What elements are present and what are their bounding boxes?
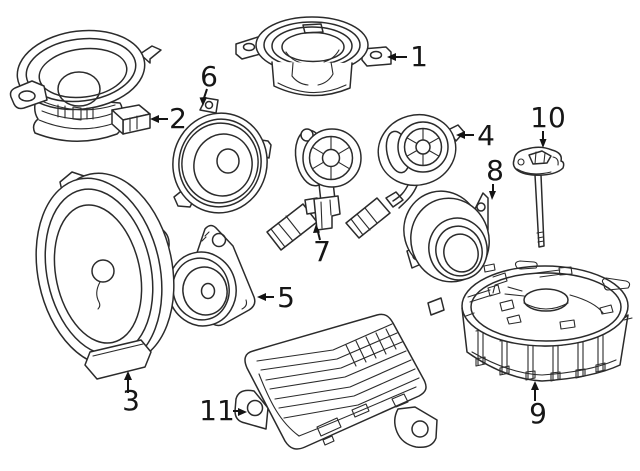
- callout-4[interactable]: 4: [456, 119, 495, 152]
- callout-7[interactable]: 7: [313, 224, 331, 268]
- callout-7-label: 7: [313, 235, 331, 268]
- part-8-small-speaker: [403, 190, 490, 283]
- part-7-tweeter: [266, 128, 362, 251]
- callout-11-label: 11: [199, 394, 235, 427]
- part-11-amplifier: [234, 313, 438, 450]
- callout-5-label: 5: [277, 281, 295, 314]
- callout-10-label: 10: [530, 101, 566, 134]
- callout-9[interactable]: 9: [529, 381, 547, 430]
- part-6-midrange-speaker: [172, 97, 272, 214]
- callout-1-label: 1: [410, 40, 428, 73]
- callout-8[interactable]: 8: [486, 154, 504, 200]
- callout-4-label: 4: [477, 119, 495, 152]
- callout-6-arrow: [203, 88, 208, 99]
- part-2-center-speaker: [9, 29, 162, 142]
- part-9-subwoofer: [427, 260, 633, 382]
- callout-9-label: 9: [529, 397, 547, 430]
- callout-1[interactable]: 1: [387, 40, 428, 73]
- part-1-speaker-mounting-ring: [235, 16, 392, 97]
- callout-8-label: 8: [486, 154, 504, 187]
- part-10-antenna-mast: [512, 146, 565, 248]
- callout-2-label: 2: [169, 102, 187, 135]
- callout-2[interactable]: 2: [150, 102, 187, 135]
- callout-5[interactable]: 5: [257, 281, 295, 314]
- part-3-oval-speaker: [35, 171, 175, 380]
- callout-3[interactable]: 3: [122, 371, 140, 417]
- callout-3-label: 3: [122, 384, 140, 417]
- callout-10[interactable]: 10: [530, 101, 566, 148]
- callout-11[interactable]: 11: [199, 394, 247, 427]
- part-4-tweeter-harness: [345, 113, 465, 239]
- callout-6-label: 6: [200, 60, 218, 93]
- part-5-speaker-plate: [167, 224, 256, 327]
- callout-6[interactable]: 6: [199, 60, 218, 106]
- callout-7-arrow: [317, 231, 321, 241]
